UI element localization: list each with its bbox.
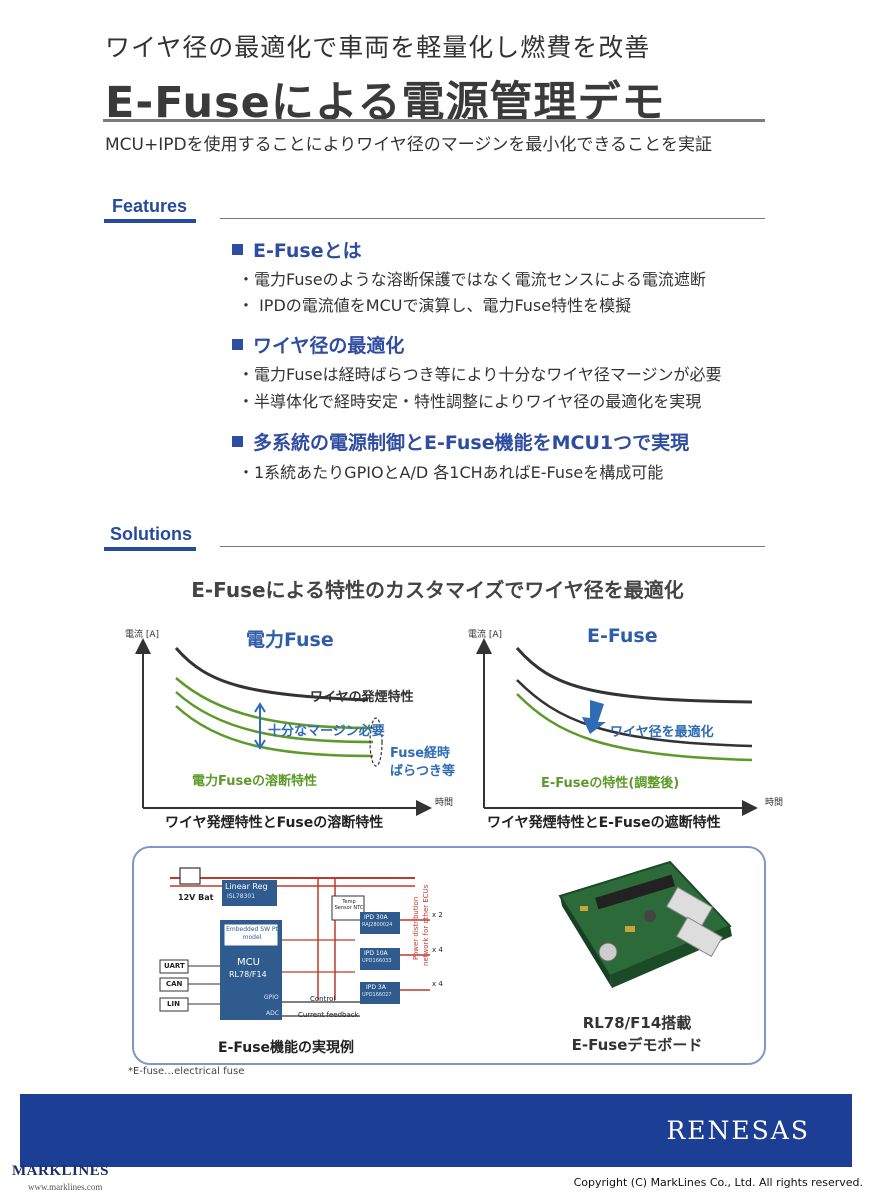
battery-icon: [179, 867, 201, 885]
feedback-label: Current feedback: [298, 1011, 359, 1019]
adc-label: ADC: [266, 1010, 279, 1017]
left-chart-title: 電力Fuse: [246, 629, 334, 651]
mult-label: x 4: [432, 980, 443, 988]
reg-label: Linear Reg: [225, 882, 268, 891]
power-dist-label-1: Power distribution: [412, 896, 420, 960]
feature-bullet: ・ IPDの電流値をMCUで演算し、電力Fuse特性を模擬: [238, 296, 632, 315]
footer-band: RENESAS: [20, 1094, 852, 1167]
ipd-10a-block: [360, 948, 400, 970]
battery-label: 12V Bat: [178, 893, 214, 902]
ipd2-part: UPD166033: [362, 958, 392, 964]
ipd1-part: RAJ2800024: [362, 922, 393, 928]
right-chart: [476, 638, 758, 816]
features-label: Features: [112, 196, 188, 216]
features-underline: [104, 219, 196, 223]
left-chart-caption: ワイヤ発煙特性とFuseの溶断特性: [165, 815, 384, 831]
label-fuse-curve: 電力Fuseの溶断特性: [192, 774, 318, 789]
lin-label: LIN: [167, 1000, 180, 1008]
solutions-title: E-Fuseによる特性のカスタマイズでワイヤ径を最適化: [191, 578, 684, 602]
gpio-label: GPIO: [264, 994, 279, 1001]
efuse-curve-green: [516, 693, 753, 762]
block-diagram: [159, 867, 430, 1020]
board-caption-1: RL78/F14搭載: [582, 1014, 692, 1032]
footnote: *E-fuse…electrical fuse: [128, 1066, 245, 1077]
ipd3-part: UPD166027: [362, 992, 392, 998]
ipd1-label: IPD 30A: [364, 914, 388, 921]
reg-part: ISL78301: [227, 893, 256, 900]
mult-label: x 4: [432, 946, 443, 954]
square-bullet-icon: [232, 339, 243, 350]
uart-label: UART: [164, 962, 185, 970]
feature-bullet: ・1系統あたりGPIOとA/D 各1CHあればE-Fuseを構成可能: [238, 463, 664, 482]
can-label: CAN: [166, 980, 183, 988]
temp-sensor-block: [331, 895, 365, 921]
right-y-label: 電流 [A]: [468, 630, 503, 640]
copyright: Copyright (C) MarkLines Co., Ltd. All ri…: [573, 1176, 863, 1189]
embedded-label: Embedded SW Pt model: [226, 926, 278, 941]
feature-heading-multi: 多系統の電源制御とE-Fuse機能をMCU1つで実現: [232, 428, 689, 455]
right-chart-title: E-Fuse: [587, 625, 658, 647]
feature-bullet: ・電力Fuseのような溶断保護ではなく電流センスによる電流遮断: [238, 270, 706, 289]
mcu-part: RL78/F14: [229, 970, 267, 979]
label-margin: 十分なマージン必要: [268, 724, 385, 739]
fuse-curve-1: [175, 677, 374, 730]
feature-bullet: ・半導体化で経時安定・特性調整によりワイヤ径の最適化を実現: [238, 392, 702, 411]
embedded-sw-block: [223, 923, 279, 947]
temp-label: Temp Sensor NTC: [334, 899, 364, 911]
demo-board-image: [558, 860, 732, 988]
features-rule: [220, 218, 765, 219]
feature-heading-wire: ワイヤ径の最適化: [232, 331, 404, 358]
right-x-label: 時間: [765, 798, 784, 808]
title-rule: [103, 119, 765, 122]
control-label: Control: [310, 995, 336, 1003]
board-caption-2: E-Fuseデモボード: [571, 1036, 703, 1054]
ipd-3a-block: [360, 982, 400, 1004]
left-chart: [135, 638, 432, 816]
marklines-url: www.marklines.com: [28, 1182, 103, 1192]
solutions-rule: [220, 546, 765, 547]
wire-smoke-curve: [174, 647, 369, 702]
ipd3-label: IPD 3A: [366, 984, 386, 991]
label-efuse-curve: E-Fuseの特性(調整後): [541, 776, 680, 791]
mcu-label: MCU: [237, 957, 260, 968]
square-bullet-icon: [232, 436, 243, 447]
optimize-arrow-icon: [582, 700, 606, 734]
marklines-logo: MARKLINES: [12, 1163, 110, 1179]
wire-smoke-curve: [515, 647, 753, 704]
diagram-caption: E-Fuse機能の実現例: [218, 1040, 355, 1056]
ipd2-label: IPD 10A: [364, 950, 388, 957]
power-dist-label-2: network for other ECUs: [422, 884, 430, 966]
label-optimize: ワイヤ径を最適化: [610, 725, 714, 740]
square-bullet-icon: [232, 244, 243, 255]
left-y-label: 電流 [A]: [125, 630, 160, 640]
fuse-curve-3: [175, 705, 374, 758]
feature-heading-efuse: E-Fuseとは: [232, 236, 362, 263]
lead-text: MCU+IPDを使用することによりワイヤ径のマージンを最小化できることを実証: [105, 135, 713, 155]
solutions-underline: [104, 547, 196, 551]
mult-label: x 2: [432, 911, 443, 919]
renesas-logo: RENESAS: [666, 1116, 810, 1145]
right-chart-caption: ワイヤ発煙特性とE-Fuseの遮断特性: [487, 815, 721, 831]
solutions-label: Solutions: [110, 524, 192, 544]
ipd-30a-block: [360, 912, 400, 934]
page-subtitle: ワイヤ径の最適化で車両を軽量化し燃費を改善: [105, 33, 651, 62]
aging-ellipse: [369, 717, 383, 767]
label-aging-2: ばらつき等: [390, 764, 456, 779]
left-x-label: 時間: [435, 798, 454, 808]
label-aging-1: Fuse経時: [390, 746, 451, 761]
feature-bullet: ・電力Fuseは経時ばらつき等により十分なワイヤ径マージンが必要: [238, 365, 722, 384]
linear-reg-block: [222, 880, 277, 906]
label-wire-smoke: ワイヤの発煙特性: [310, 690, 414, 705]
fuse-curve-2: [175, 691, 374, 744]
